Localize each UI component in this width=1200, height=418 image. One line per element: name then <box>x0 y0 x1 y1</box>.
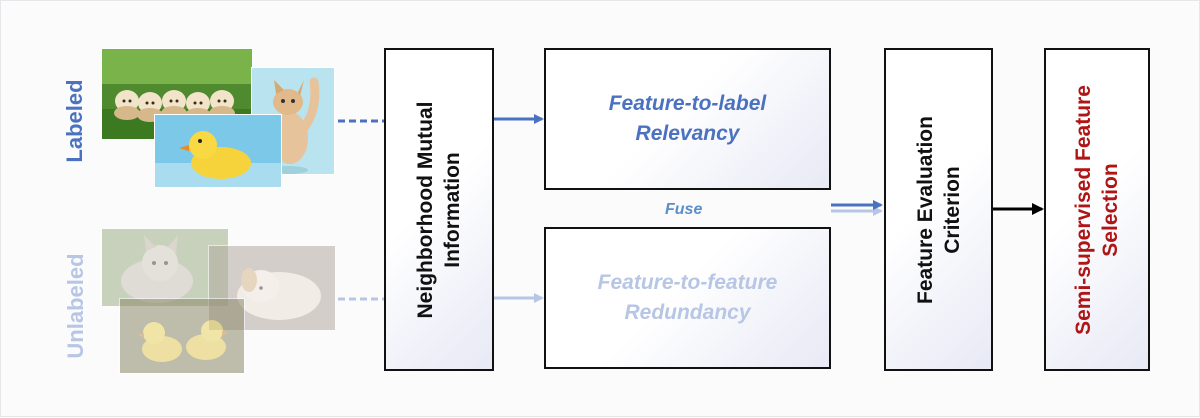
relevancy-box: Feature-to-label Relevancy <box>544 48 831 190</box>
redundancy-line1: Feature-to-feature <box>597 271 778 294</box>
selection-box: Semi-supervised Feature Selection <box>1044 48 1150 371</box>
relevancy-line2: Relevancy <box>635 122 740 145</box>
unlabeled-kitten-photo <box>101 228 229 307</box>
fuse-label: Fuse <box>665 201 703 218</box>
unlabeled-ducklings-photo <box>119 298 245 374</box>
relevancy-text: Feature-to-label Relevancy <box>546 89 829 149</box>
relevancy-line1: Feature-to-label <box>608 92 767 115</box>
duckling-photo <box>154 114 282 188</box>
criterion-box: Feature Evaluation Criterion <box>884 48 993 371</box>
redundancy-text: Feature-to-feature Redundancy <box>546 268 829 328</box>
nmi-box: Neighborhood Mutual Information <box>384 48 494 371</box>
redundancy-box: Feature-to-feature Redundancy <box>544 227 831 369</box>
redundancy-line2: Redundancy <box>624 301 751 324</box>
